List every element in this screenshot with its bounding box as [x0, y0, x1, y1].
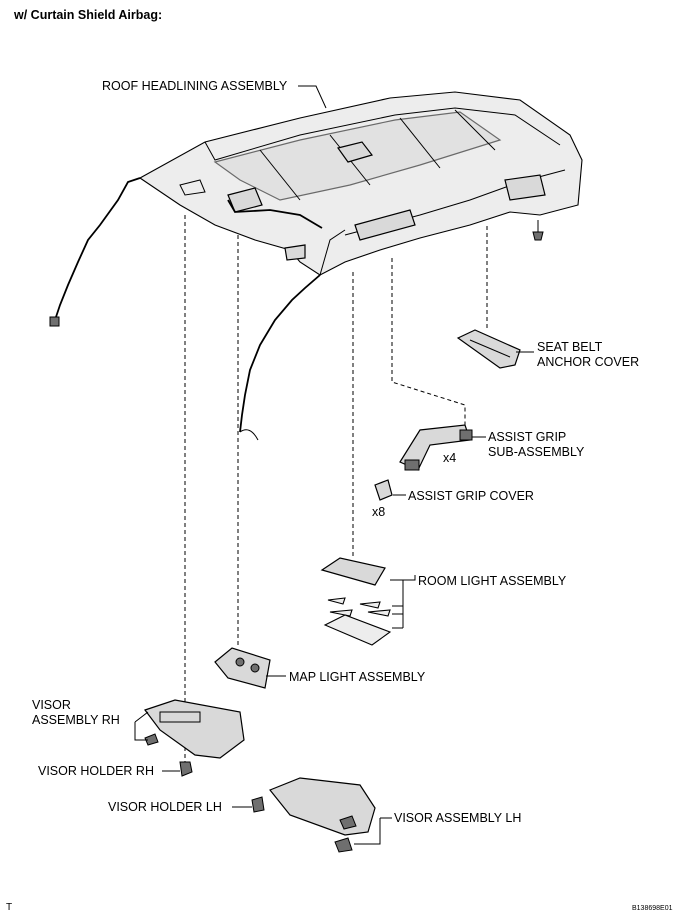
- header-caption: w/ Curtain Shield Airbag:: [14, 8, 163, 22]
- left-airbag-wire: [54, 177, 141, 321]
- assist-grip-drawing: [399, 424, 473, 471]
- label-visor-rh-line1: VISOR: [32, 698, 71, 712]
- leader-assist-grip: [391, 258, 466, 430]
- label-visor-lh: VISOR ASSEMBLY LH: [394, 811, 522, 825]
- label-map-light: MAP LIGHT ASSEMBLY: [289, 670, 426, 684]
- room-light-drawing: [320, 557, 392, 646]
- label-assist-grip-qty: x4: [443, 451, 457, 465]
- label-assist-grip-line2: SUB-ASSEMBLY: [488, 445, 585, 459]
- label-assist-grip-cover: ASSIST GRIP COVER: [408, 489, 534, 503]
- map-light-drawing: [214, 647, 271, 689]
- visor-holder-lh-drawing: [251, 796, 265, 813]
- label-visor-holder-lh: VISOR HOLDER LH: [108, 800, 222, 814]
- figure-code: B138698E01: [632, 905, 673, 912]
- label-room-light: ROOM LIGHT ASSEMBLY: [418, 574, 567, 588]
- label-visor-rh-line2: ASSEMBLY RH: [32, 713, 120, 727]
- label-assist-grip-cover-qty: x8: [372, 505, 386, 519]
- label-seat-belt-anchor-cover-line2: ANCHOR COVER: [537, 355, 640, 369]
- label-roof-headlining: ROOF HEADLINING ASSEMBLY: [102, 79, 288, 93]
- roof-headlining-drawing: [138, 91, 583, 276]
- label-assist-grip-line1: ASSIST GRIP: [488, 430, 567, 444]
- seat-belt-anchor-cover-drawing: [456, 329, 521, 369]
- label-seat-belt-anchor-cover-line1: SEAT BELT: [537, 340, 603, 354]
- footer-mark: T: [6, 902, 13, 913]
- visor-rh-drawing: [144, 699, 245, 759]
- visor-holder-rh-drawing: [179, 761, 193, 777]
- left-wire-connector: [49, 316, 60, 327]
- right-airbag-wire: [239, 274, 321, 433]
- visor-lh-drawing: [269, 777, 376, 853]
- assist-grip-cover-drawing: [374, 479, 393, 501]
- label-visor-holder-rh: VISOR HOLDER RH: [38, 764, 154, 778]
